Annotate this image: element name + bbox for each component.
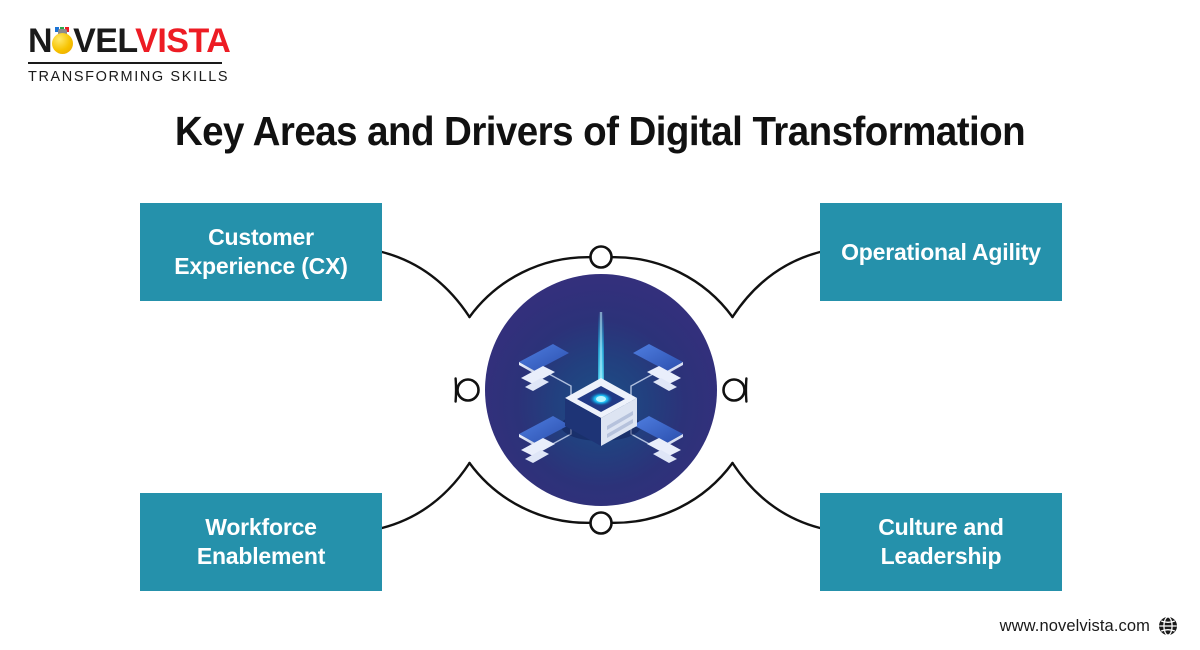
logo-tagline: TRANSFORMING SKILLS [28,69,230,85]
arc-ring-bottom-right [611,461,734,525]
page-title: Key Areas and Drivers of Digital Transfo… [174,108,1026,154]
key-area-box-operational-agility[interactable]: Operational Agility [820,203,1062,301]
center-circle-graphic [485,274,717,506]
key-area-label: Workforce Enablement [196,514,326,569]
arc-ring-bottom-left [468,461,591,525]
ring-node-top [589,245,613,269]
key-area-box-workforce-enablement[interactable]: Workforce Enablement [140,493,382,591]
lightbulb-icon [51,27,74,55]
connector-to-oa [731,250,822,319]
node-screen-bottom-right [633,416,683,463]
central-server-cube [565,378,637,446]
key-area-label: Culture and Leadership [878,514,1004,569]
logo-text-ovel: VEL [73,22,136,60]
logo-divider [28,62,222,64]
ring-node-bottom [589,511,613,535]
connector-to-we [380,461,471,530]
footer: www.novelvista.com [1000,616,1178,636]
connector-ring-graphic [380,245,822,535]
ring-node-right [722,378,746,402]
arc-ring-top-left [468,255,591,319]
brand-logo[interactable]: N VELVISTA TRANSFORMING SKILLS [28,22,231,85]
key-area-label: Customer Experience (CX) [174,224,348,279]
node-screen-bottom-left [519,416,569,463]
globe-icon [1159,616,1177,636]
isometric-network-illustration [519,312,683,463]
connector-to-cl [731,461,822,530]
node-screen-top-right [633,344,683,391]
logo-text-n: N [28,22,53,60]
website-url[interactable]: www.novelvista.com [999,616,1150,635]
connector-to-cx [380,250,471,319]
logo-wordmark: N VELVISTA [28,22,231,60]
diagram-stage: Customer Experience (CX) Operational Agi… [0,170,1200,610]
key-area-box-culture-and-leadership[interactable]: Culture and Leadership [820,493,1062,591]
arc-ring-top-right [611,255,734,319]
node-screen-top-left [519,344,569,391]
key-area-label: Operational Agility [841,238,1041,265]
ring-node-left [456,378,480,402]
key-area-box-customer-experience[interactable]: Customer Experience (CX) [140,203,382,301]
logo-text-vista: VISTA [135,22,231,60]
